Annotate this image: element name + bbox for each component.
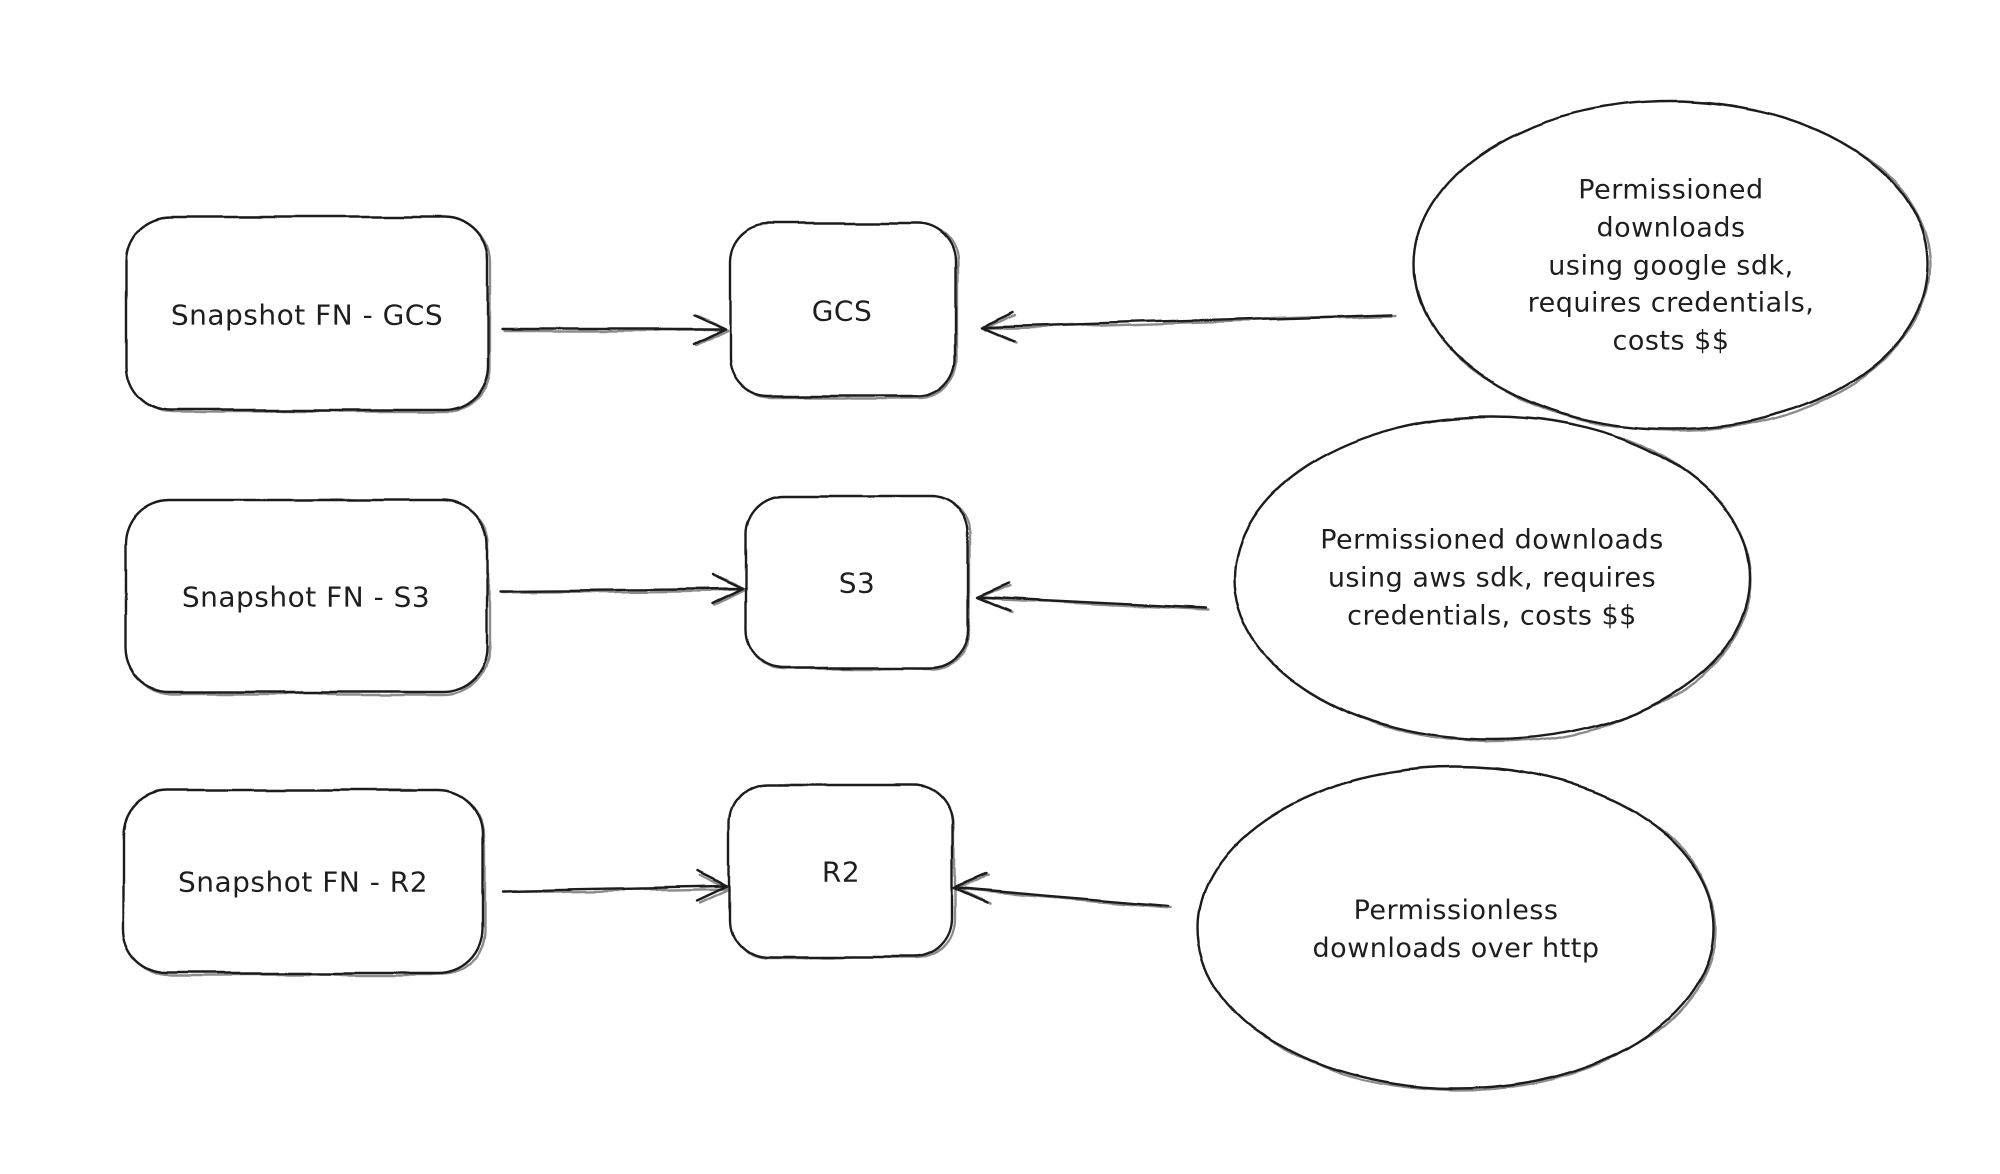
target-box-s3-label: S3: [838, 566, 876, 600]
source-box-gcs: [125, 215, 490, 412]
source-box-s3: [123, 498, 489, 694]
arrow-note-to-gcs: [979, 310, 1394, 343]
arrow-source-to-gcs: [500, 313, 727, 346]
target-box-r2: [728, 783, 954, 959]
note-ellipse-s3-label: Permissioned downloads using aws sdk, re…: [1320, 524, 1664, 631]
note-ellipse-gcs-label: Permissioned downloads using google sdk,…: [1527, 174, 1815, 357]
note-ellipse-r2: [1196, 765, 1716, 1091]
note-ellipse-s3: [1232, 414, 1752, 742]
arrow-source-to-r2: [501, 870, 730, 903]
note-ellipse-gcs: [1412, 99, 1930, 431]
target-box-gcs: [728, 221, 957, 398]
arrow-note-to-r2: [952, 872, 1170, 908]
note-ellipse-r2-label: Permissionless downloads over http: [1312, 895, 1600, 964]
source-box-r2-label: Snapshot FN - R2: [177, 865, 429, 899]
source-box-gcs-label: Snapshot FN - GCS: [170, 298, 444, 332]
arrow-note-to-s3: [975, 581, 1207, 613]
arrow-source-to-s3: [498, 573, 745, 606]
source-box-r2: [121, 788, 485, 975]
target-box-r2-label: R2: [821, 855, 861, 889]
source-box-s3-label: Snapshot FN - S3: [181, 580, 431, 614]
target-box-s3: [744, 494, 970, 670]
target-box-gcs-label: GCS: [811, 294, 873, 328]
